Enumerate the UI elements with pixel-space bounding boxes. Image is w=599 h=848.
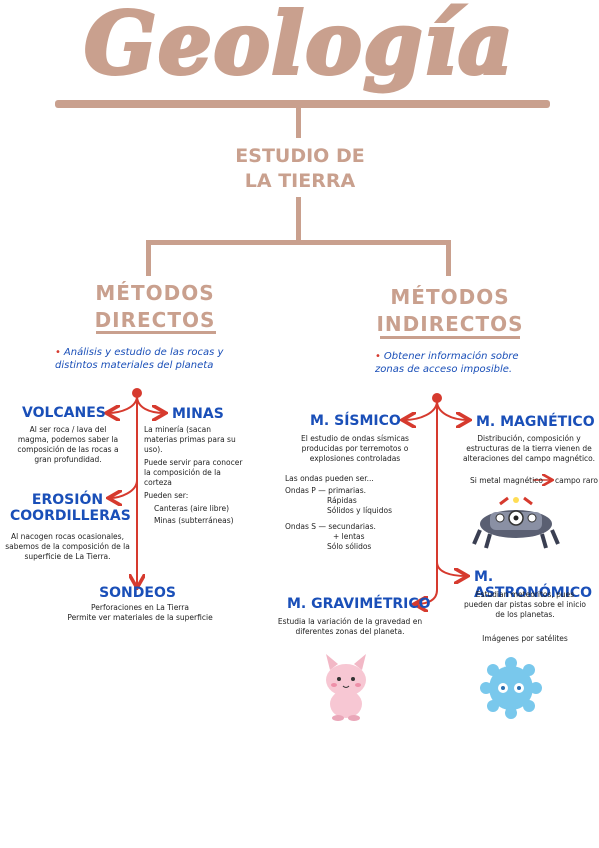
minas-title: MINAS [172, 406, 224, 422]
indirectos-description: •Obtener información sobre zonas de acce… [375, 350, 545, 376]
bullet-dot: • [55, 347, 61, 358]
directos-description: •Análisis y estudio de las rocas y disti… [55, 346, 255, 372]
magnetico-line-2: campo raro [555, 476, 598, 485]
magnetico-line-1: Si metal magnético [470, 476, 543, 485]
indirectos-underline [380, 336, 520, 339]
directos-heading-line-2: DIRECTOS [94, 308, 216, 332]
subtitle: ESTUDIO DE LA TIERRA [220, 144, 380, 194]
sismico-line-3: Rápidas [327, 496, 357, 505]
title-underline [55, 100, 550, 108]
indirectos-heading-line-1: MÉTODOS [390, 285, 510, 309]
subtitle-line-2: LA TIERRA [244, 170, 356, 192]
minas-line-3: Pueden ser: [144, 491, 189, 500]
erosion-text: Al nacogen rocas ocasionales, sabemos de… [5, 532, 130, 561]
sismico-line-5: Ondas S — secundarias. [285, 522, 376, 531]
branch-horizontal [146, 240, 451, 245]
minas-line-5: Minas (subterráneas) [154, 516, 234, 525]
magnetico-title: M. MAGNÉTICO [476, 414, 595, 430]
magnetico-text: Distribución, composición y estructuras … [463, 434, 595, 463]
arrow-to-astronomico [436, 401, 466, 576]
sondeos-text: Perforaciones en La Tierra Permite ver m… [40, 603, 240, 623]
page-title: Geología [82, 0, 515, 95]
minas-line-2: Puede servir para conocer la composición… [144, 458, 243, 487]
indirectos-description-text: Obtener información sobre zonas de acces… [375, 351, 519, 375]
pink-creature-illustration [326, 654, 366, 721]
minas-line-1: La minería (sacan materias primas para s… [144, 425, 236, 454]
erosion-title-line-1: EROSIÓN [31, 492, 104, 508]
sismico-line-1: Las ondas pueden ser... [285, 474, 374, 483]
arrow-to-magnetico [436, 400, 468, 420]
sondeos-line-1: Perforaciones en La Tierra [91, 603, 189, 612]
sismico-line-2: Ondas P — primarias. [285, 486, 366, 495]
indirectos-node-dot [432, 393, 442, 403]
directos-node-dot [132, 388, 142, 398]
branch-left-drop [146, 240, 151, 276]
indirectos-heading: MÉTODOS INDIRECTOS [370, 284, 530, 338]
arrow-to-sismico [404, 400, 438, 420]
sondeos-title: SONDEOS [99, 585, 176, 601]
branch-right-drop [446, 240, 451, 276]
sismico-line-7: Sólo sólidos [327, 542, 372, 551]
sismico-title: M. SÍSMICO [310, 413, 401, 429]
arrow-to-minas [136, 395, 164, 413]
erosion-title: EROSIÓN COORDILLERAS [10, 492, 131, 524]
directos-heading-line-1: MÉTODOS [95, 281, 215, 305]
bullet-dot: • [375, 351, 381, 362]
astronomico-line-1: Imágenes por satélites [482, 634, 568, 643]
title-stem [296, 106, 301, 138]
magnet-creature-illustration [472, 496, 560, 549]
directos-heading: MÉTODOS DIRECTOS [80, 280, 230, 334]
sismico-details: Las ondas pueden ser... Ondas P — primar… [285, 474, 425, 552]
arrow-to-volcanes [108, 395, 138, 413]
sondeos-line-2: Permite ver materiales de la superficie [67, 613, 213, 622]
directos-description-text: Análisis y estudio de las rocas y distin… [55, 347, 224, 371]
branch-stem [296, 197, 301, 243]
volcanes-title: VOLCANES [22, 405, 106, 421]
gravimetrico-text: Estudia la variación de la gravedad en d… [277, 617, 423, 636]
astronomico-title: M. ASTRONÓMICO [474, 569, 593, 601]
minas-text: La minería (sacan materias primas para s… [144, 425, 244, 526]
sismico-line-6: + lentas [333, 532, 365, 541]
arrow-to-gravimetrico [416, 560, 438, 604]
blue-star-creature-illustration [480, 657, 542, 719]
astronomico-text: Estudian meteoritos, pues pueden dar pis… [463, 590, 587, 619]
indirectos-heading-line-2: INDIRECTOS [376, 312, 524, 336]
volcanes-text: Al ser roca / lava del magma, podemos sa… [17, 425, 119, 464]
gravimetrico-title: M. GRAVIMÉTRICO [287, 596, 431, 612]
subtitle-line-1: ESTUDIO DE [235, 145, 365, 167]
sismico-line-4: Sólidos y líquidos [327, 506, 393, 515]
sismico-intro: El estudio de ondas sísmicas producidas … [301, 434, 409, 463]
directos-underline [96, 331, 216, 334]
minas-line-4: Canteras (aire libre) [154, 504, 230, 513]
erosion-title-line-2: COORDILLERAS [10, 508, 131, 524]
